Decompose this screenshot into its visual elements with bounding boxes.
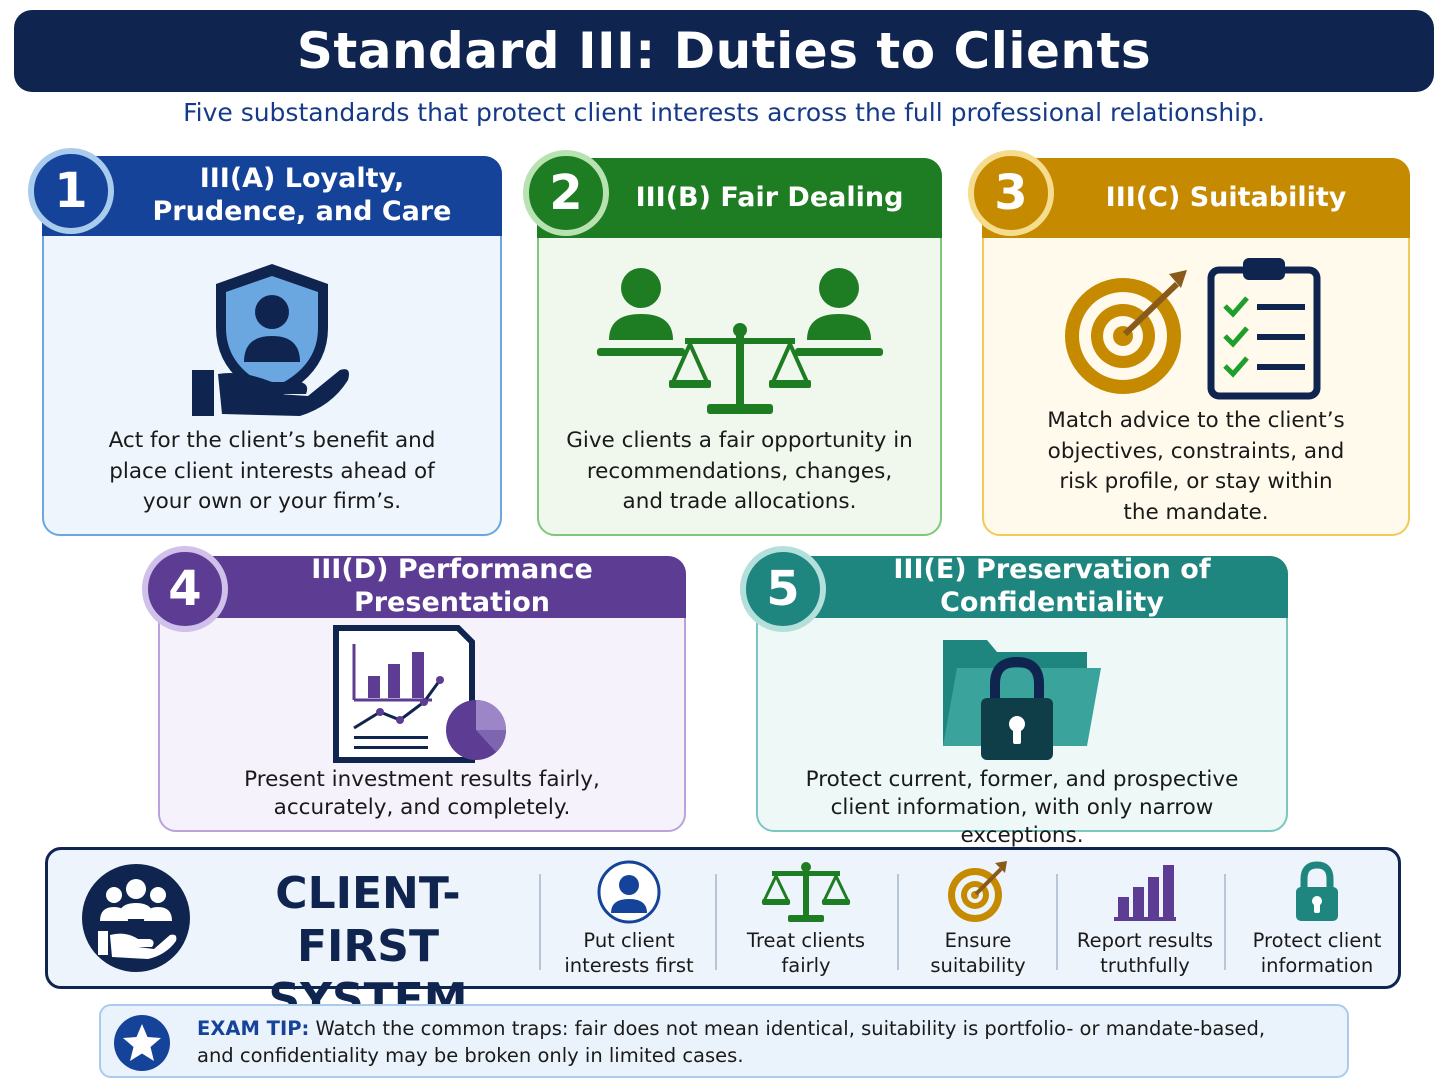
card-loyalty: III(A) Loyalty,Prudence, and Care Act fo… [42,156,502,536]
card-performance-presentation: III(D) Performance Presentation Present … [158,554,686,832]
people-balance-scale-icon [539,264,940,424]
exam-tip-line1: Watch the common traps: fair does not me… [315,1017,1266,1040]
title-bar: Standard III: Duties to Clients [14,10,1434,92]
desc-line: Present investment results fairly, [244,767,600,792]
bar-chart-icon [1064,856,1226,928]
exam-tip-box: EXAM TIP: Watch the common traps: fair d… [99,1004,1349,1078]
card-description: Match advice to the client’s objectives,… [994,406,1398,528]
card-suitability: III(C) Suitability Match advice to the c… [982,158,1410,536]
page-subtitle: Five substandards that protect client in… [183,98,1265,127]
desc-line: Protect current, former, and prospective [805,767,1239,792]
card-header: III(E) Preservation of Confidentiality [756,554,1288,618]
card-title: III(E) Preservation of Confidentiality [893,554,1211,618]
desc-line: Give clients a fair opportunity in [566,428,913,453]
target-checklist-icon [984,252,1408,402]
desc-line: recommendations, changes, [586,458,893,484]
desc-line: objectives, constraints, and [1047,438,1345,464]
card-number-badge: 5 [740,546,826,632]
desc-line: and trade allocations. [622,489,857,515]
divider [1056,874,1058,970]
lock-icon [1234,856,1400,928]
card-title: III(C) Suitability [1105,181,1347,213]
desc-line: Match advice to the client’s [1047,408,1345,433]
desc-line: risk profile, or stay within [1059,469,1333,495]
card-number-badge: 3 [968,150,1054,236]
card-number-badge: 4 [142,546,228,632]
desc-line: Act for the client’s benefit and [108,428,436,453]
card-header: III(D) Performance Presentation [158,554,686,618]
locked-folder-icon [758,628,1286,764]
card-title: III(D) Performance Presentation [311,554,593,618]
target-icon [904,856,1052,928]
card-confidentiality: III(E) Preservation of Confidentiality P… [756,554,1288,848]
system-title-line1: CLIENT-FIRST [275,868,461,972]
page-title: Standard III: Duties to Clients [296,22,1152,80]
group-hand-icon [80,857,192,979]
exam-tip-text: EXAM TIP: Watch the common traps: fair d… [197,1016,1337,1070]
card-description: Give clients a fair opportunity in recom… [549,426,930,518]
system-title: CLIENT-FIRST SYSTEM [208,868,528,1026]
report-chart-icon [160,624,684,766]
divider [1224,874,1226,970]
divider [539,874,541,970]
divider [715,874,717,970]
person-icon [548,856,710,928]
shield-hand-person-icon [44,258,500,428]
card-description: Act for the client’s benefit and place c… [54,426,490,518]
card-number-badge: 2 [523,150,609,236]
desc-line: client information, with only narrow exc… [830,794,1214,848]
card-title: III(B) Fair Dealing [635,181,904,213]
desc-line: the mandate. [1123,499,1269,525]
card-description: Protect current, former, and prospective… [768,766,1276,850]
card-header: III(A) Loyalty,Prudence, and Care [42,156,502,236]
card-description: Present investment results fairly, accur… [170,766,674,822]
divider [897,874,899,970]
desc-line: place client interests ahead of [109,458,435,484]
exam-tip-line2: and confidentiality may be broken only i… [197,1043,744,1067]
card-title-line1: III(A) Loyalty, [199,163,405,195]
card-number-badge: 1 [28,148,114,234]
exam-tip-label: EXAM TIP: [197,1017,310,1040]
card-title-line2: Prudence, and Care [152,196,452,227]
balance-scale-icon [724,856,888,928]
star-icon [113,1014,171,1072]
desc-line: accurately, and completely. [273,794,571,820]
desc-line: your own or your firm’s. [142,489,402,515]
